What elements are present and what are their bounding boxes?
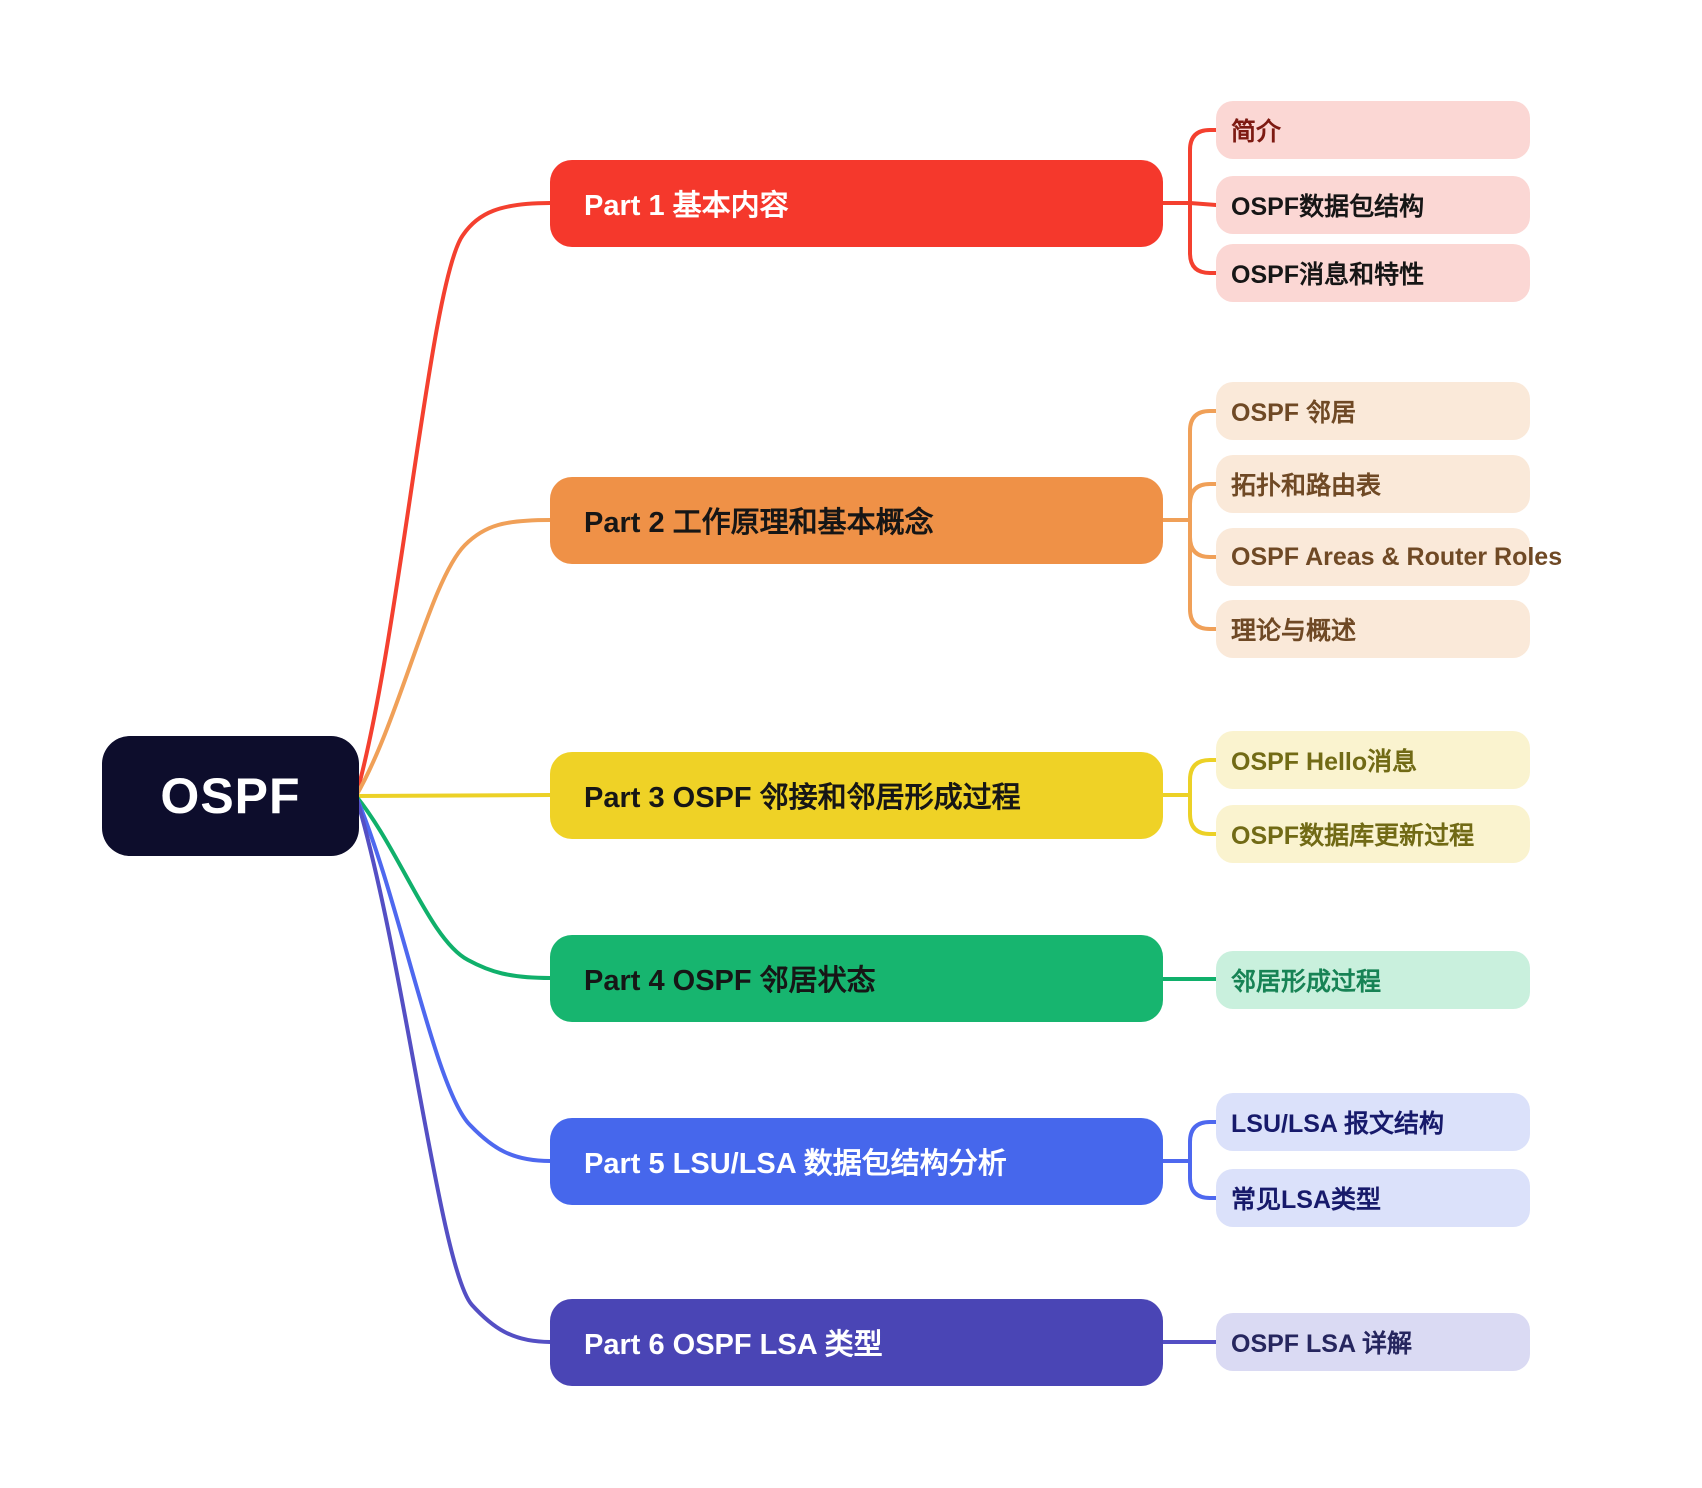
connector-line [354,518,552,798]
connector-line [1188,201,1218,275]
connector-line [1188,793,1218,836]
branch-node-label: Part 1 基本内容 [584,190,789,222]
child-node-label: OSPF LSA 详解 [1231,1330,1413,1358]
connector-line [1188,409,1218,522]
connector-line [1188,1159,1218,1200]
child-node[interactable]: OSPF Areas & Router Roles [1216,528,1562,586]
child-node-label: OSPF Areas & Router Roles [1231,542,1563,571]
connector-line [1188,518,1218,559]
branch-node-label: Part 2 工作原理和基本概念 [584,507,934,539]
branch-node-part-5[interactable]: Part 5 LSU/LSA 数据包结构分析 [550,1117,1163,1205]
connector-line [1188,518,1218,631]
connector-line [1188,128,1218,205]
child-node-label: OSPF数据库更新过程 [1231,822,1475,850]
child-node-label: 拓扑和路由表 [1231,472,1382,500]
branch-node-part-3[interactable]: Part 3 OSPF 邻接和邻居形成过程 [550,751,1163,839]
connector-line [1188,482,1218,522]
child-node[interactable]: OSPF LSA 详解 [1216,1313,1530,1371]
connector-line [354,794,552,1344]
connector-line [354,201,552,798]
child-node[interactable]: OSPF数据包结构 [1216,176,1530,234]
child-node[interactable]: 常见LSA类型 [1216,1169,1530,1227]
child-node-label: LSU/LSA 报文结构 [1231,1110,1444,1138]
branch-node-part-4[interactable]: Part 4 OSPF 邻居状态 [550,934,1163,1022]
child-node[interactable]: 拓扑和路由表 [1216,455,1530,513]
connector-line [354,794,552,980]
child-node[interactable]: OSPF 邻居 [1216,382,1530,440]
connector-line [1188,758,1218,797]
branch-node-label: Part 4 OSPF 邻居状态 [584,965,876,997]
branch-node-part-1[interactable]: Part 1 基本内容 [550,159,1163,247]
child-node-label: 简介 [1231,118,1282,146]
child-node[interactable]: LSU/LSA 报文结构 [1216,1093,1530,1151]
root-node-label: OSPF [160,768,301,824]
child-node-label: 邻居形成过程 [1231,968,1382,996]
connector-line [1188,1120,1218,1163]
child-node-label: OSPF消息和特性 [1231,261,1425,289]
child-node-label: OSPF Hello消息 [1231,748,1418,776]
child-node[interactable]: 简介 [1216,101,1530,159]
child-node-label: 理论与概述 [1231,617,1357,645]
connector-line [354,794,552,1163]
branch-node-label: Part 3 OSPF 邻接和邻居形成过程 [584,782,1021,814]
child-node-label: 常见LSA类型 [1231,1186,1382,1214]
child-node[interactable]: OSPF数据库更新过程 [1216,805,1530,863]
branch-node-part-6[interactable]: Part 6 OSPF LSA 类型 [550,1298,1163,1386]
root-node-ospf[interactable]: OSPF [102,736,359,856]
child-node-label: OSPF数据包结构 [1231,193,1425,221]
child-node[interactable]: OSPF Hello消息 [1216,731,1530,789]
branch-node-label: Part 6 OSPF LSA 类型 [584,1329,883,1361]
child-node[interactable]: 邻居形成过程 [1216,951,1530,1009]
child-node[interactable]: 理论与概述 [1216,600,1530,658]
connector-line [1188,201,1218,207]
child-node[interactable]: OSPF消息和特性 [1216,244,1530,302]
branch-node-label: Part 5 LSU/LSA 数据包结构分析 [584,1148,1007,1180]
child-node-label: OSPF 邻居 [1231,399,1357,427]
connector-line [354,793,552,798]
branch-node-part-2[interactable]: Part 2 工作原理和基本概念 [550,476,1163,564]
